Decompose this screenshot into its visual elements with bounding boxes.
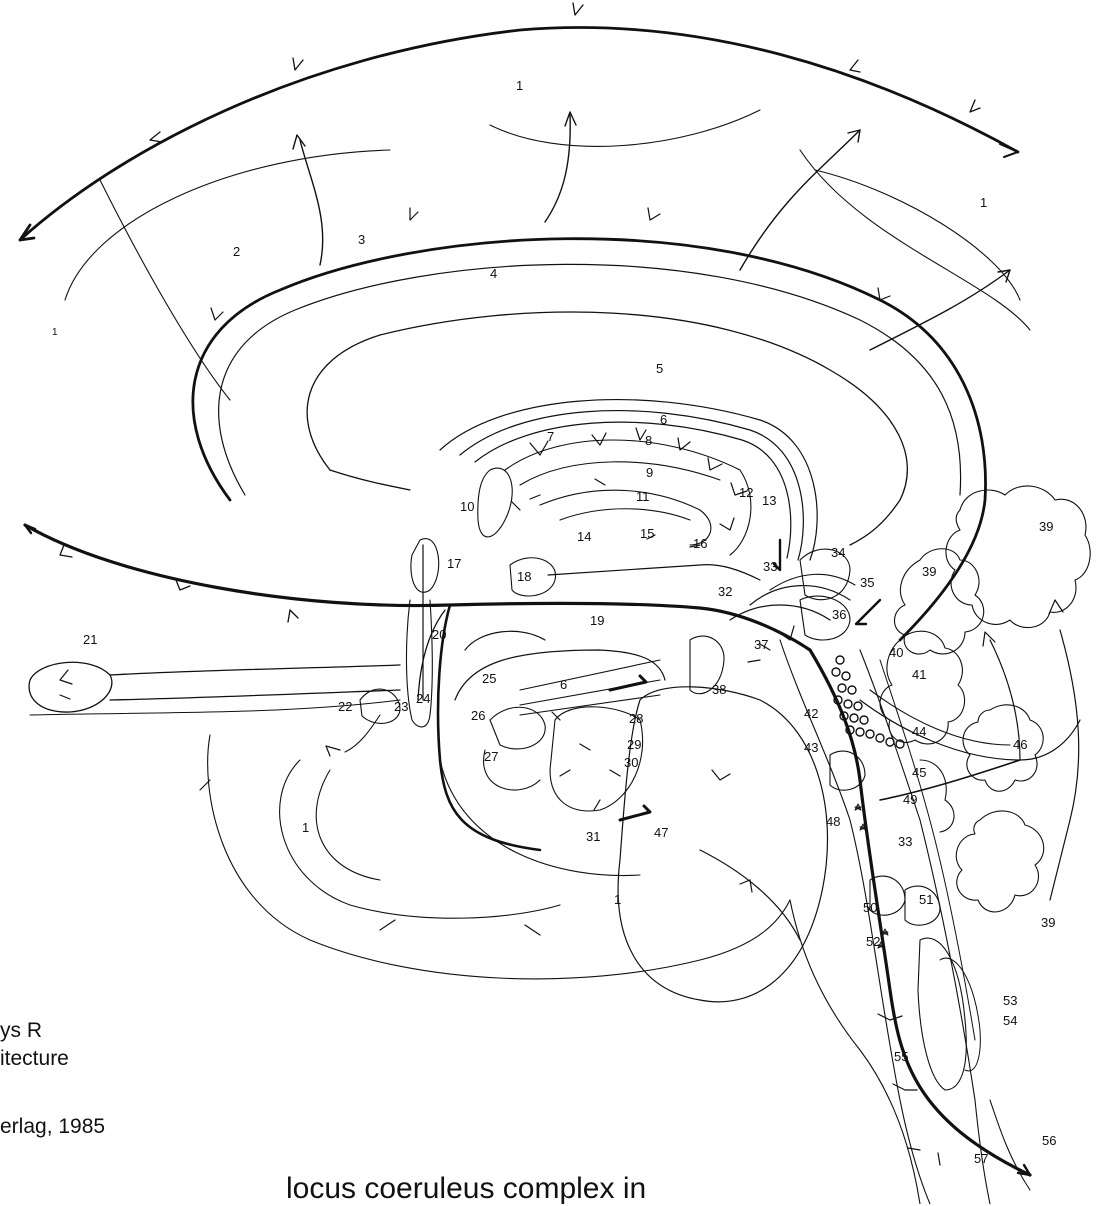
label-39: 39 <box>1039 520 1053 533</box>
label-7: 7 <box>547 430 554 443</box>
label-44: 44 <box>912 725 926 738</box>
label-24: 24 <box>416 692 430 705</box>
label-6: 6 <box>660 413 667 426</box>
label-42: 42 <box>804 707 818 720</box>
label-26: 26 <box>471 709 485 722</box>
label-19: 19 <box>590 614 604 627</box>
label-25: 25 <box>482 672 496 685</box>
label-49: 49 <box>903 793 917 806</box>
label-10: 10 <box>460 500 474 513</box>
cerebellum-folia <box>946 486 1090 628</box>
label-46: 46 <box>1013 738 1027 751</box>
label-27: 27 <box>484 750 498 763</box>
label-57: 57 <box>974 1152 988 1165</box>
label-56: 56 <box>1042 1134 1056 1147</box>
label-5: 5 <box>656 362 663 375</box>
label-37: 37 <box>754 638 768 651</box>
label-1: 1 <box>980 196 987 209</box>
label-55: 55 <box>894 1050 908 1063</box>
label-6: 6 <box>560 678 567 691</box>
figure-caption: locus coeruleus complex in <box>286 1172 646 1206</box>
label-14: 14 <box>577 530 591 543</box>
label-11: 11 <box>636 490 650 503</box>
temporal-lobe <box>208 735 790 979</box>
label-18: 18 <box>517 570 531 583</box>
label-38: 38 <box>712 683 726 696</box>
label-30: 30 <box>624 756 638 769</box>
label-22: 22 <box>338 700 352 713</box>
label-54: 54 <box>1003 1014 1017 1027</box>
citation-line-3: erlag, 1985 <box>0 1115 105 1139</box>
label-39: 39 <box>922 565 936 578</box>
label-9: 9 <box>646 466 653 479</box>
label-36: 36 <box>832 608 846 621</box>
label-13: 13 <box>762 494 776 507</box>
label-50: 50 <box>863 901 877 914</box>
label-3: 3 <box>358 233 365 246</box>
label-28: 28 <box>629 712 643 725</box>
label-48: 48 <box>826 815 840 828</box>
label-34: 34 <box>831 546 845 559</box>
label-43: 43 <box>804 741 818 754</box>
label-23: 23 <box>394 700 408 713</box>
label-45: 45 <box>912 766 926 779</box>
label-8: 8 <box>645 434 652 447</box>
label-33: 33 <box>898 835 912 848</box>
label-53: 53 <box>1003 994 1017 1007</box>
label-15: 15 <box>640 527 654 540</box>
label-1: 1 <box>52 326 58 339</box>
label-31: 31 <box>586 830 600 843</box>
label-1: 1 <box>516 79 523 92</box>
label-52: 52 <box>866 935 880 948</box>
label-29: 29 <box>627 738 641 751</box>
cerebellar-lobe-47 <box>618 687 827 1002</box>
label-51: 51 <box>919 893 933 906</box>
label-21: 21 <box>83 633 97 646</box>
label-17: 17 <box>447 557 461 570</box>
label-2: 2 <box>233 245 240 258</box>
label-1: 1 <box>302 821 309 834</box>
label-32: 32 <box>718 585 732 598</box>
label-20: 20 <box>432 628 446 641</box>
cortex-outer-arrow <box>20 28 1018 240</box>
label-33: 33 <box>763 560 777 573</box>
label-47: 47 <box>654 826 668 839</box>
citation-line-1: ys R <box>0 1019 42 1043</box>
label-1: 1 <box>614 893 621 906</box>
label-41: 41 <box>912 668 926 681</box>
label-12: 12 <box>739 486 753 499</box>
label-39: 39 <box>1041 916 1055 929</box>
olfactory-bulb <box>29 662 112 712</box>
label-40: 40 <box>889 646 903 659</box>
citation-line-2: itecture <box>0 1047 69 1071</box>
label-35: 35 <box>860 576 874 589</box>
label-16: 16 <box>693 537 707 550</box>
label-4: 4 <box>490 267 497 280</box>
